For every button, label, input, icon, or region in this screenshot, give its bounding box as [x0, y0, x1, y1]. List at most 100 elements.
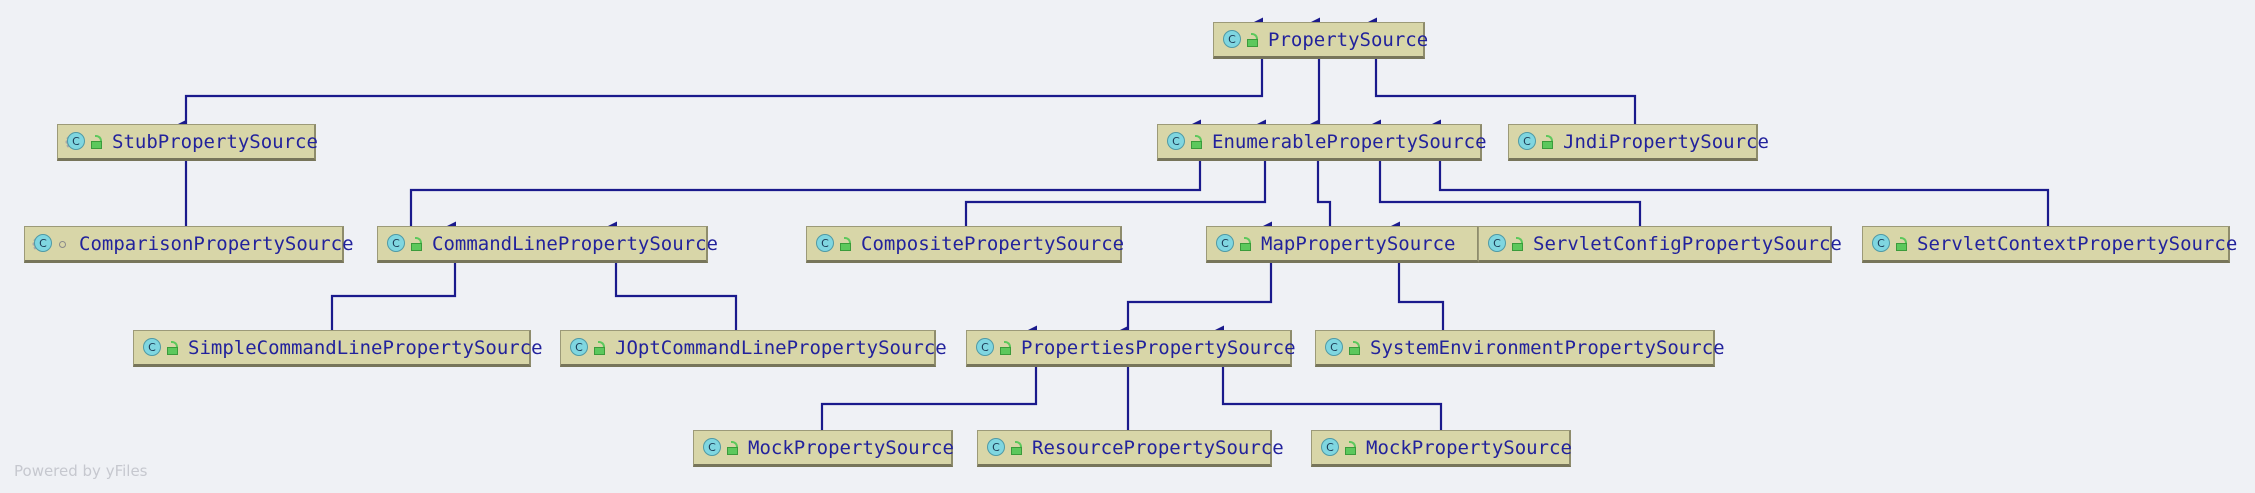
padlock-shackle-icon — [95, 134, 102, 142]
padlock-shackle-icon — [415, 236, 422, 244]
padlock-shackle-icon — [731, 440, 738, 448]
padlock-shackle-icon — [598, 340, 605, 348]
class-name-label: PropertySource — [1268, 28, 1429, 51]
class-icon: C — [141, 337, 162, 358]
gear-icon: C — [32, 233, 53, 254]
uml-class-node[interactable]: C PropertySource — [1213, 22, 1429, 59]
class-name-label: ComparisonPropertySource — [79, 232, 354, 255]
unlocked-padlock-icon — [1190, 134, 1203, 149]
uml-class-node[interactable]: C StubPropertySource — [57, 124, 318, 161]
uml-class-node[interactable]: C MockPropertySource — [693, 430, 954, 467]
class-name-label: JOptCommandLinePropertySource — [615, 336, 947, 359]
padlock-body-icon — [840, 242, 851, 251]
unlocked-padlock-icon — [1239, 236, 1252, 251]
class-icon: C — [1323, 337, 1344, 358]
unlocked-padlock-icon — [1348, 340, 1361, 355]
class-icon: C — [1518, 132, 1536, 150]
uml-class-node[interactable]: C PropertiesPropertySource — [966, 330, 1296, 367]
class-icon: C — [1167, 132, 1185, 150]
class-name-label: JndiPropertySource — [1563, 130, 1769, 153]
class-name-label: ServletContextPropertySource — [1917, 232, 2238, 255]
unlocked-padlock-icon — [1344, 440, 1357, 455]
uml-class-node[interactable]: C CompositePropertySource — [806, 226, 1125, 263]
class-icon: C — [67, 132, 85, 150]
padlock-shackle-icon — [844, 236, 851, 244]
uml-class-node[interactable]: C EnumerablePropertySource — [1157, 124, 1487, 161]
padlock-body-icon — [1512, 242, 1523, 251]
padlock-shackle-icon — [1004, 340, 1011, 348]
class-icon: C — [816, 234, 834, 252]
class-icon: C — [1214, 233, 1235, 254]
padlock-shackle-icon — [1244, 236, 1251, 244]
class-name-label: PropertiesPropertySource — [1021, 336, 1296, 359]
class-icon: C — [1223, 30, 1241, 48]
class-icon: C — [701, 437, 722, 458]
unlocked-padlock-icon — [1010, 440, 1023, 455]
class-icon: C — [1321, 438, 1339, 456]
class-name-label: SystemEnvironmentPropertySource — [1370, 336, 1725, 359]
class-icon: C — [1516, 131, 1537, 152]
uml-class-node[interactable]: C ServletConfigPropertySource — [1478, 226, 1842, 263]
class-name-label: MockPropertySource — [748, 436, 954, 459]
class-icon: C — [385, 233, 406, 254]
padlock-body-icon — [594, 346, 605, 355]
edge-stub-to-propertysource — [184, 17, 1264, 124]
class-icon: C — [1325, 338, 1343, 356]
package-visibility-icon — [57, 237, 70, 251]
padlock-body-icon — [1349, 346, 1360, 355]
class-icon: C — [1216, 234, 1234, 252]
class-name-label: ResourcePropertySource — [1032, 436, 1284, 459]
class-name-label: CommandLinePropertySource — [432, 232, 718, 255]
class-name-label: CompositePropertySource — [861, 232, 1125, 255]
uml-class-node[interactable]: C ResourcePropertySource — [977, 430, 1284, 467]
padlock-shackle-icon — [171, 340, 178, 348]
class-icon: C — [974, 337, 995, 358]
padlock-body-icon — [167, 346, 178, 355]
padlock-body-icon — [411, 242, 422, 251]
padlock-body-icon — [1896, 242, 1907, 251]
padlock-body-icon — [1191, 140, 1202, 149]
padlock-body-icon — [1542, 140, 1553, 149]
uml-class-node[interactable]: C JndiPropertySource — [1508, 124, 1769, 161]
class-icon: C — [987, 438, 1005, 456]
unlocked-padlock-icon — [999, 340, 1012, 355]
padlock-body-icon — [91, 140, 102, 149]
class-name-label: EnumerablePropertySource — [1212, 130, 1487, 153]
uml-class-node[interactable]: C CommandLinePropertySource — [377, 226, 718, 263]
unlocked-padlock-icon — [839, 236, 852, 251]
class-icon: C — [387, 234, 405, 252]
edge-commandline-to-enumerable — [409, 119, 1202, 226]
class-name-label: StubPropertySource — [112, 130, 318, 153]
class-icon: C — [1486, 233, 1507, 254]
class-icon: C — [1221, 29, 1242, 50]
class-name-label: MockPropertySource — [1366, 436, 1572, 459]
uml-class-node[interactable]: C SystemEnvironmentPropertySource — [1315, 330, 1725, 367]
unlocked-padlock-icon — [90, 134, 103, 149]
class-icon: C — [1165, 131, 1186, 152]
padlock-body-icon — [1345, 446, 1356, 455]
padlock-shackle-icon — [1353, 340, 1360, 348]
unlocked-padlock-icon — [726, 440, 739, 455]
class-name-label: ServletConfigPropertySource — [1533, 232, 1842, 255]
class-icon: C — [985, 437, 1006, 458]
class-icon: C — [568, 337, 589, 358]
uml-class-node[interactable]: C MockPropertySource — [1311, 430, 1572, 467]
unlocked-padlock-icon — [166, 340, 179, 355]
padlock-shackle-icon — [1015, 440, 1022, 448]
unlocked-padlock-icon — [1511, 236, 1524, 251]
padlock-shackle-icon — [1900, 236, 1907, 244]
gear-icon: C — [65, 131, 86, 152]
padlock-body-icon — [1247, 38, 1258, 47]
unlocked-padlock-icon — [593, 340, 606, 355]
padlock-shackle-icon — [1516, 236, 1523, 244]
padlock-shackle-icon — [1546, 134, 1553, 142]
uml-class-node[interactable]: C ComparisonPropertySource — [24, 226, 354, 263]
unlocked-padlock-icon — [1246, 32, 1259, 47]
uml-class-node[interactable]: C JOptCommandLinePropertySource — [560, 330, 947, 367]
unlocked-padlock-icon — [1541, 134, 1554, 149]
class-icon: C — [1319, 437, 1340, 458]
padlock-body-icon — [727, 446, 738, 455]
